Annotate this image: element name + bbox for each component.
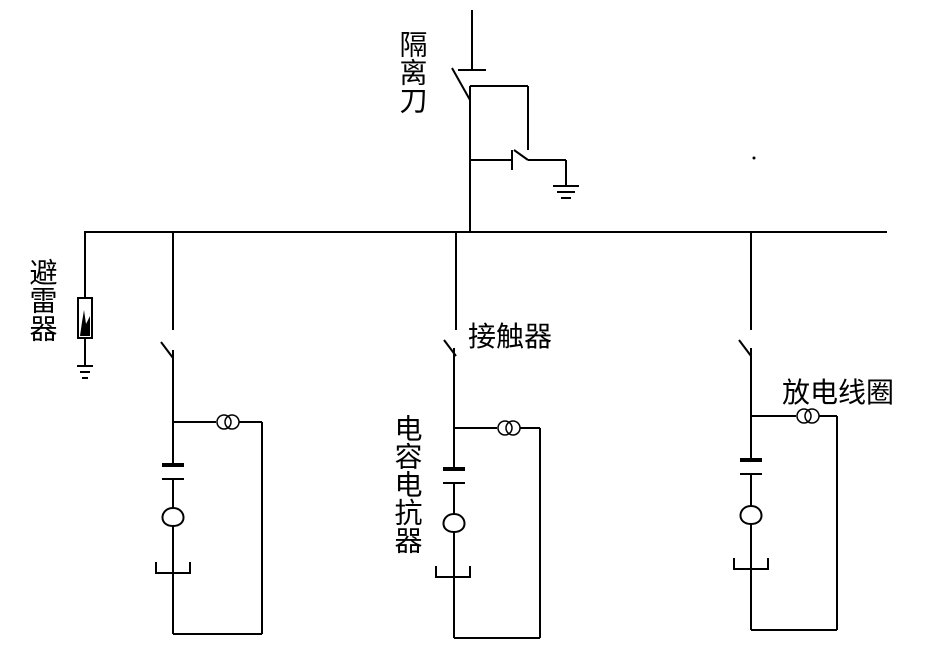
isolator-label: 隔离刀 bbox=[396, 30, 429, 114]
reactor-2 bbox=[442, 508, 466, 534]
capacitor-feeder-1 bbox=[155, 232, 263, 635]
discharge-coil-2 bbox=[497, 420, 521, 436]
earthing-switch bbox=[470, 149, 579, 199]
lightning-arrester bbox=[77, 232, 93, 379]
capacitor-feeder-3 bbox=[733, 232, 838, 631]
capacitor-3 bbox=[740, 458, 762, 475]
capacitor-reactor-label: 电容电抗器 bbox=[391, 414, 424, 554]
discharge-coil-label: 放电线圈 bbox=[782, 376, 894, 409]
reactor-3 bbox=[739, 500, 763, 526]
capacitor-1 bbox=[162, 463, 184, 480]
reactor-1 bbox=[161, 502, 185, 528]
discharge-coil-3 bbox=[796, 408, 820, 424]
capacitor-feeder-2 bbox=[435, 232, 541, 639]
capacitor-2 bbox=[443, 467, 465, 484]
isolating-switch bbox=[451, 10, 529, 232]
discharge-coil-1 bbox=[216, 414, 240, 430]
stray-dot bbox=[752, 156, 756, 160]
contactor-label: 接触器 bbox=[468, 320, 552, 353]
arrester-label: 避雷器 bbox=[26, 258, 59, 342]
